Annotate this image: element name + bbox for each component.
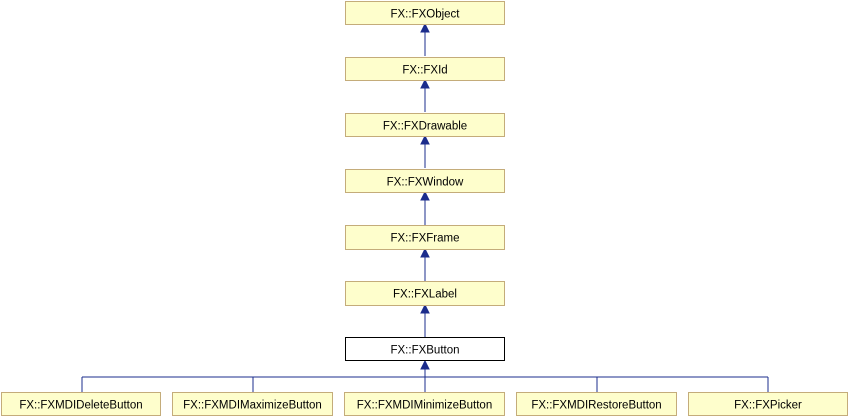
node-fxobject[interactable]: FX::FXObject bbox=[346, 2, 505, 25]
node-fxmdideletebutton[interactable]: FX::FXMDIDeleteButton bbox=[2, 393, 161, 416]
node-fxdrawable[interactable]: FX::FXDrawable bbox=[346, 114, 505, 137]
node-fxmdimaximizebutton[interactable]: FX::FXMDIMaximizeButton bbox=[173, 393, 333, 416]
node-fxmdideletebutton-label: FX::FXMDIDeleteButton bbox=[19, 400, 142, 412]
node-fxmdiminimizebutton-label: FX::FXMDIMinimizeButton bbox=[357, 400, 492, 412]
node-fxid[interactable]: FX::FXId bbox=[346, 58, 505, 81]
node-fxframe-label: FX::FXFrame bbox=[390, 233, 459, 245]
node-fxwindow-label: FX::FXWindow bbox=[387, 177, 464, 189]
node-fxlabel[interactable]: FX::FXLabel bbox=[346, 282, 505, 306]
node-fxpicker-label: FX::FXPicker bbox=[734, 400, 802, 412]
node-fxbutton: FX::FXButton bbox=[346, 338, 505, 361]
arrowhead-fxlabel bbox=[421, 305, 429, 313]
arrowhead-fxwindow bbox=[421, 192, 429, 200]
node-fxlabel-label: FX::FXLabel bbox=[393, 289, 457, 301]
node-fxid-label: FX::FXId bbox=[402, 65, 447, 77]
node-fxwindow[interactable]: FX::FXWindow bbox=[346, 170, 505, 193]
arrowhead-fxframe bbox=[421, 249, 429, 257]
node-fxmdirestorebutton-label: FX::FXMDIRestoreButton bbox=[531, 400, 661, 412]
arrowhead-fxbutton bbox=[421, 361, 429, 369]
node-fxframe[interactable]: FX::FXFrame bbox=[346, 226, 505, 250]
node-fxmdirestorebutton[interactable]: FX::FXMDIRestoreButton bbox=[517, 393, 677, 416]
node-fxpicker[interactable]: FX::FXPicker bbox=[689, 393, 848, 416]
arrowhead-fxid bbox=[421, 80, 429, 88]
node-fxobject-label: FX::FXObject bbox=[390, 9, 460, 21]
node-fxmdimaximizebutton-label: FX::FXMDIMaximizeButton bbox=[183, 400, 322, 412]
arrowhead-fxobject bbox=[421, 24, 429, 32]
arrowhead-fxdrawable bbox=[421, 136, 429, 144]
node-fxbutton-label: FX::FXButton bbox=[390, 345, 459, 357]
node-fxmdiminimizebutton[interactable]: FX::FXMDIMinimizeButton bbox=[345, 393, 505, 416]
node-fxdrawable-label: FX::FXDrawable bbox=[383, 121, 467, 133]
